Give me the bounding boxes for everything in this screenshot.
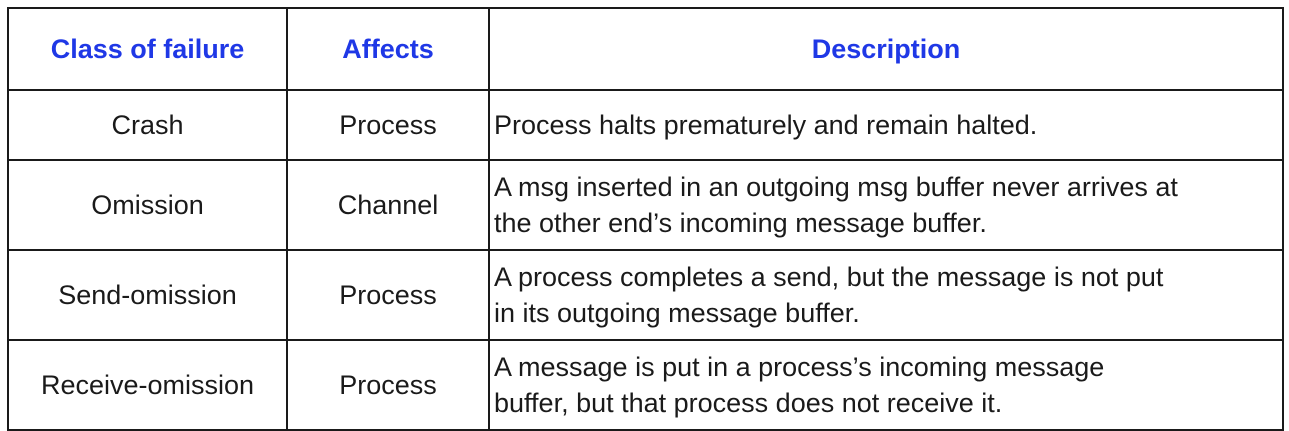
column-header-class: Class of failure <box>7 7 288 91</box>
table-row: Receive-omission Process A message is pu… <box>7 339 1284 431</box>
table-row: Crash Process Process halts prematurely … <box>7 89 1284 161</box>
cell-affects: Channel <box>286 159 490 251</box>
cell-class: Omission <box>7 159 288 251</box>
description-line: buffer, but that process does not receiv… <box>494 388 1003 418</box>
table-header-row: Class of failure Affects Description <box>7 7 1284 91</box>
cell-class: Crash <box>7 89 288 161</box>
description-line: A process completes a send, but the mess… <box>494 262 1164 292</box>
cell-affects: Process <box>286 249 490 341</box>
cell-class: Receive-omission <box>7 339 288 431</box>
description-line: A msg inserted in an outgoing msg buffer… <box>494 172 1178 202</box>
cell-description: A msg inserted in an outgoing msg buffer… <box>488 159 1284 251</box>
column-header-description: Description <box>488 7 1284 91</box>
failure-classes-table: Class of failure Affects Description Cra… <box>7 7 1284 431</box>
cell-description: Process halts prematurely and remain hal… <box>488 89 1284 161</box>
cell-description: A process completes a send, but the mess… <box>488 249 1284 341</box>
description-line: A message is put in a process’s incoming… <box>494 352 1105 382</box>
description-line: the other end’s incoming message buffer. <box>494 208 987 238</box>
table-row: Send-omission Process A process complete… <box>7 249 1284 341</box>
description-line: in its outgoing message buffer. <box>494 298 860 328</box>
cell-affects: Process <box>286 339 490 431</box>
cell-class: Send-omission <box>7 249 288 341</box>
table-row: Omission Channel A msg inserted in an ou… <box>7 159 1284 251</box>
cell-affects: Process <box>286 89 490 161</box>
description-line: Process halts prematurely and remain hal… <box>494 110 1038 140</box>
cell-description: A message is put in a process’s incoming… <box>488 339 1284 431</box>
column-header-affects: Affects <box>286 7 490 91</box>
